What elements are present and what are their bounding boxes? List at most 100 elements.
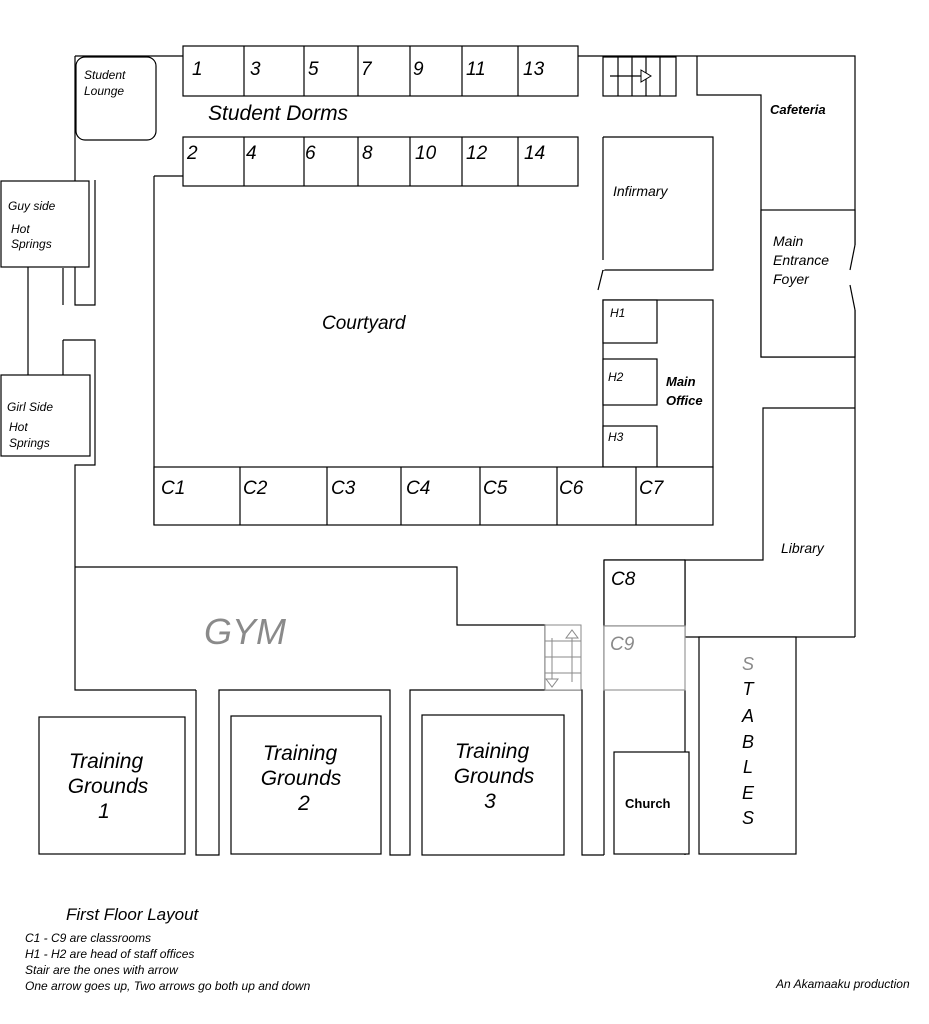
- svg-text:H3: H3: [608, 430, 624, 444]
- foyer-label-1: Main: [773, 233, 804, 249]
- main-office-label-1: Main: [666, 374, 696, 389]
- legend-title: First Floor Layout: [66, 905, 200, 924]
- girl-side-label-3: Springs: [9, 436, 50, 450]
- tg2-label-3: 2: [297, 792, 310, 815]
- classroom-c8: [603, 559, 686, 627]
- h3-office: [602, 425, 658, 468]
- dorm-9: 9: [413, 59, 424, 80]
- stables-letter-b: B: [742, 732, 754, 752]
- classroom-c4: C4: [406, 478, 430, 499]
- dorm-5: 5: [308, 59, 319, 80]
- dorm-row-bottom: [182, 136, 579, 187]
- foyer-label-3: Foyer: [773, 271, 810, 287]
- stairs-bottom: [544, 624, 582, 691]
- dorm-14: 14: [524, 143, 545, 164]
- cafeteria-label: Cafeteria: [770, 102, 826, 117]
- h1-office: [602, 299, 658, 344]
- tg2-label-2: Grounds: [261, 767, 342, 790]
- guy-side-label-3: Springs: [11, 237, 52, 251]
- classroom-c8-label: C8: [611, 569, 636, 590]
- classroom-c9: [603, 625, 686, 691]
- dorm-row-top: [182, 45, 579, 97]
- church: [613, 751, 690, 855]
- stairs-top: [602, 56, 677, 97]
- dorm-13: 13: [523, 59, 545, 80]
- classroom-c5: C5: [483, 478, 508, 499]
- girl-side-label-1: Girl Side: [7, 400, 53, 414]
- infirmary: [602, 136, 714, 271]
- classroom-c6: C6: [559, 478, 584, 499]
- dorm-7: 7: [361, 59, 373, 80]
- h1-label: H1: [610, 306, 625, 320]
- guy-side-label-2: Hot: [11, 222, 30, 236]
- main-office-label-2: Office: [666, 393, 703, 408]
- tg2-label-1: Training: [263, 742, 338, 765]
- tg1-label-2: Grounds: [68, 775, 149, 798]
- girl-side-hot-springs: [0, 374, 91, 457]
- classroom-c9-label: C9: [610, 634, 635, 655]
- legend-line-1: C1 - C9 are classrooms: [25, 931, 151, 945]
- classroom-c7: C7: [639, 478, 665, 499]
- foyer-label-2: Entrance: [773, 252, 829, 268]
- girl-side-label-2: Hot: [9, 420, 28, 434]
- tg3-label-1: Training: [455, 740, 530, 763]
- guy-side-label-1: Guy side: [8, 199, 56, 213]
- h2-office: [602, 358, 658, 406]
- classroom-c2: C2: [243, 478, 268, 499]
- dorm-11: 11: [466, 59, 486, 80]
- stables-letter-l: L: [743, 757, 753, 777]
- legend-line-3: Stair are the ones with arrow: [25, 963, 179, 977]
- dorm-2: 2: [186, 143, 198, 164]
- student-lounge-label-1: Student: [84, 68, 126, 82]
- tg3-label-3: 3: [484, 790, 496, 813]
- courtyard-label: Courtyard: [322, 313, 407, 334]
- svg-text:H1: H1: [610, 306, 625, 320]
- student-dorms-label: Student Dorms: [208, 102, 349, 125]
- training-grounds-2: [230, 715, 382, 855]
- student-lounge: [75, 56, 157, 141]
- stables-letter-t: T: [743, 679, 756, 699]
- dorm-6: 6: [305, 143, 316, 164]
- svg-text:H2: H2: [608, 370, 624, 384]
- tg3-label-2: Grounds: [454, 765, 535, 788]
- legend-line-4: One arrow goes up, Two arrows go both up…: [25, 979, 311, 993]
- gym-label: GYM: [204, 611, 286, 652]
- stables-letter-a: A: [741, 706, 754, 726]
- dorm-1: 1: [192, 59, 203, 80]
- dorm-8: 8: [362, 143, 373, 164]
- library-label: Library: [781, 540, 825, 556]
- h3-label: H3: [608, 430, 624, 444]
- dorm-4: 4: [246, 143, 257, 164]
- stables-letter-s1: S: [742, 654, 754, 674]
- church-label: Church: [625, 796, 671, 811]
- legend-line-2: H1 - H2 are head of staff offices: [25, 947, 194, 961]
- classroom-c1: C1: [161, 478, 185, 499]
- classroom-c3: C3: [331, 478, 356, 499]
- guy-side-hot-springs: [0, 180, 90, 268]
- student-lounge-label-2: Lounge: [84, 84, 124, 98]
- tg1-label-3: 1: [98, 800, 110, 823]
- stables: [698, 636, 797, 855]
- stables-letter-s2: S: [742, 808, 754, 828]
- tg1-label-1: Training: [69, 750, 144, 773]
- dorm-3: 3: [250, 59, 261, 80]
- main-entrance-foyer: [760, 209, 856, 358]
- classroom-row: [153, 466, 714, 526]
- stables-letter-e: E: [742, 783, 755, 803]
- dorm-12: 12: [466, 143, 488, 164]
- training-grounds-3: [421, 714, 565, 856]
- h2-label: H2: [608, 370, 624, 384]
- training-grounds-1: [38, 716, 186, 855]
- dorm-10: 10: [415, 143, 437, 164]
- infirmary-label: Infirmary: [613, 183, 668, 199]
- credit: An Akamaaku production: [775, 977, 910, 991]
